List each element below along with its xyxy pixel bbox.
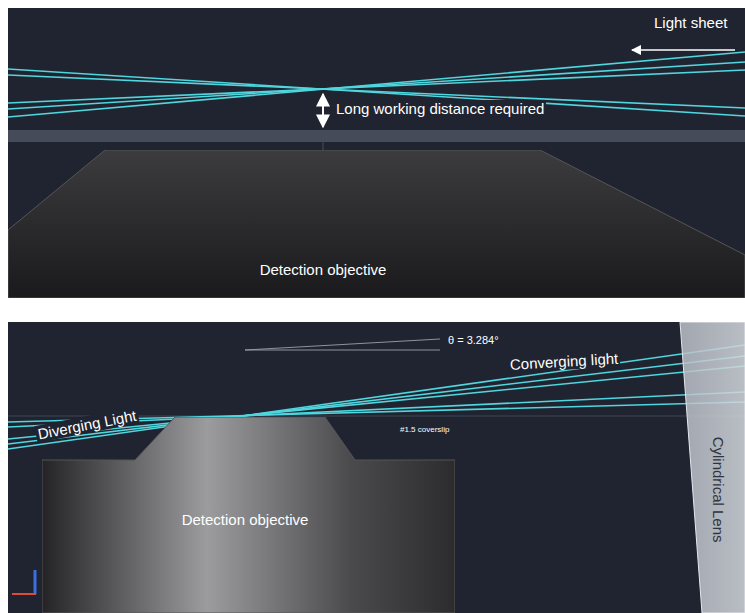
objective-body: Detection objective (42, 417, 455, 613)
objective-body: Detection objective (8, 150, 745, 298)
direction-arrow (632, 49, 735, 51)
light-sheet-beams (8, 52, 745, 117)
top-panel (8, 8, 745, 298)
angle-label: θ = 3.284° (446, 334, 501, 347)
angle-lines (245, 339, 440, 350)
beam-ray (8, 366, 745, 439)
direction-label: Light sheet (652, 14, 729, 31)
coverslip-label: #1.5 coverslip (398, 425, 451, 434)
lens-outline (672, 322, 745, 613)
cylindrical-lens: Cylindrical Lens (672, 322, 745, 613)
objective-label: Detection objective (260, 261, 387, 278)
axis-icon (12, 570, 36, 594)
bottom-panel (8, 322, 745, 613)
lens-label: Cylindrical Lens (709, 437, 726, 543)
beam-ray (8, 345, 745, 449)
distance-arrow (322, 94, 324, 127)
objective-label: Detection objective (182, 511, 309, 528)
beam-ray (8, 356, 745, 444)
coverslip-band (8, 130, 745, 142)
dimension-label: Long working distance required (334, 100, 546, 117)
